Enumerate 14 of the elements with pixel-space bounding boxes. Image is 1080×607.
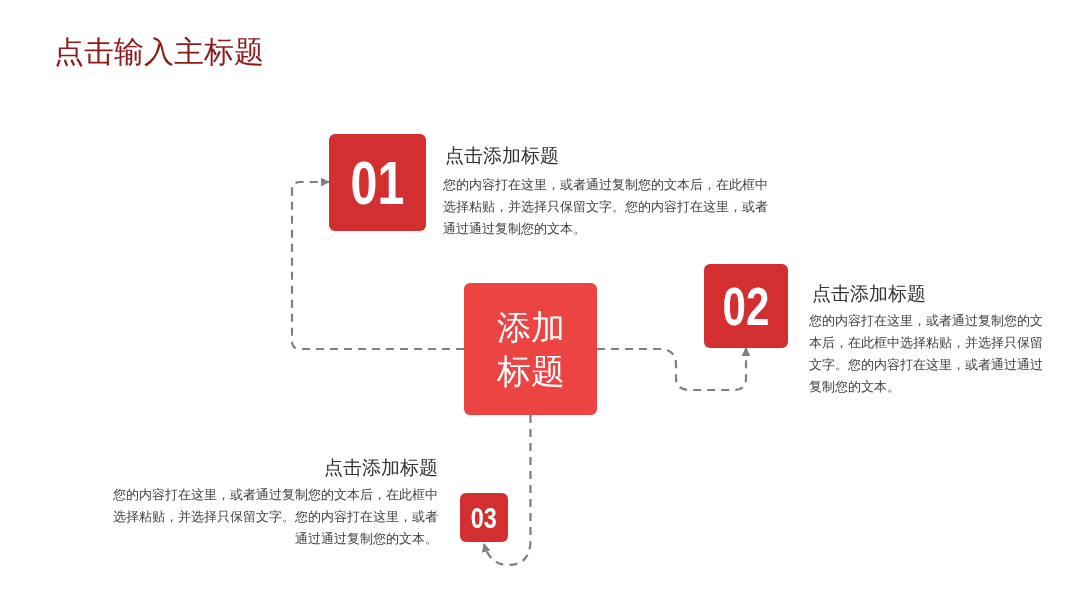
dashed-arrow: [290, 177, 464, 351]
dashed-arrow: [482, 415, 532, 567]
number-box: 03: [460, 493, 508, 542]
item-description: 您的内容打在这里，或者通过复制您的文本后，在此框中选择粘贴，并选择只保留文字。您的内容打在这里，或者通过通过复制您的文本。: [443, 176, 769, 238]
dashed-arrow: [597, 347, 751, 392]
center-title-box: 添加标题: [464, 283, 597, 415]
item-description: 您的内容打在这里，或者通过复制您的文本后，在此框中选择粘贴，并选择只保留文字。您的内容打在这里，或者通过通过复制您的文本。: [809, 312, 1044, 396]
number-box: 01: [329, 134, 426, 231]
number-box: 02: [704, 264, 788, 348]
slide-title: 点击输入主标题: [54, 33, 264, 71]
item-heading: 点击添加标题: [812, 281, 927, 306]
item-description: 您的内容打在这里，或者通过复制您的文本后，在此框中选择粘贴，并选择只保留文字。您的内容打在这里，或者通过通过复制您的文本。: [112, 486, 438, 548]
item-heading: 点击添加标题: [445, 143, 560, 168]
item-heading: 点击添加标题: [323, 455, 438, 480]
